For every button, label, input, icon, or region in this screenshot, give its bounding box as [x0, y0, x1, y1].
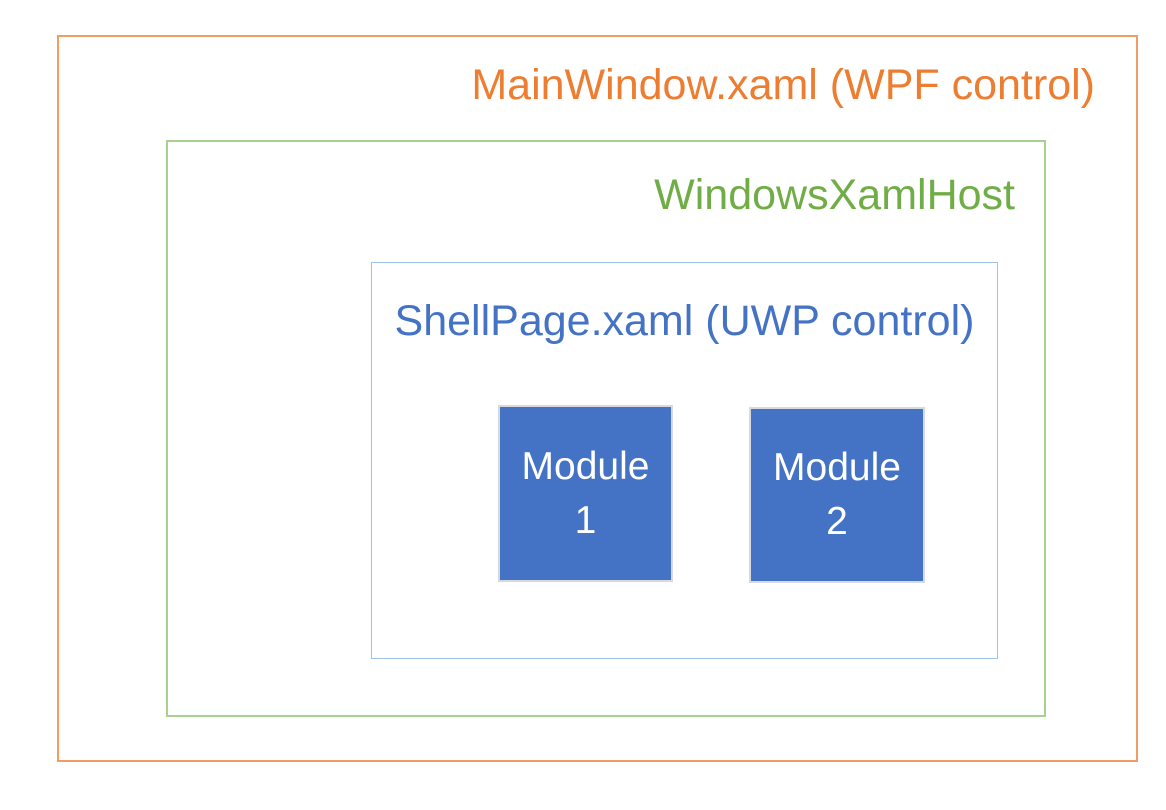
windowsxamlhost-label: WindowsXamlHost — [654, 171, 1015, 219]
mainwindow-wpf-box — [57, 35, 1138, 762]
module-1-label-line2: 1 — [574, 498, 597, 542]
module-1-label-line1: Module — [521, 444, 650, 488]
windowsxamlhost-box — [166, 140, 1046, 717]
module-2-label-line2: 2 — [826, 500, 848, 543]
shellpage-uwp-box — [371, 262, 998, 659]
module-2-box: Module 2 — [749, 407, 925, 583]
module-2-label-line1: Module — [773, 446, 901, 489]
shellpage-uwp-label: ShellPage.xaml (UWP control) — [394, 297, 975, 345]
module-1-box: Module 1 — [498, 405, 673, 582]
mainwindow-wpf-label: MainWindow.xaml (WPF control) — [471, 61, 1095, 109]
